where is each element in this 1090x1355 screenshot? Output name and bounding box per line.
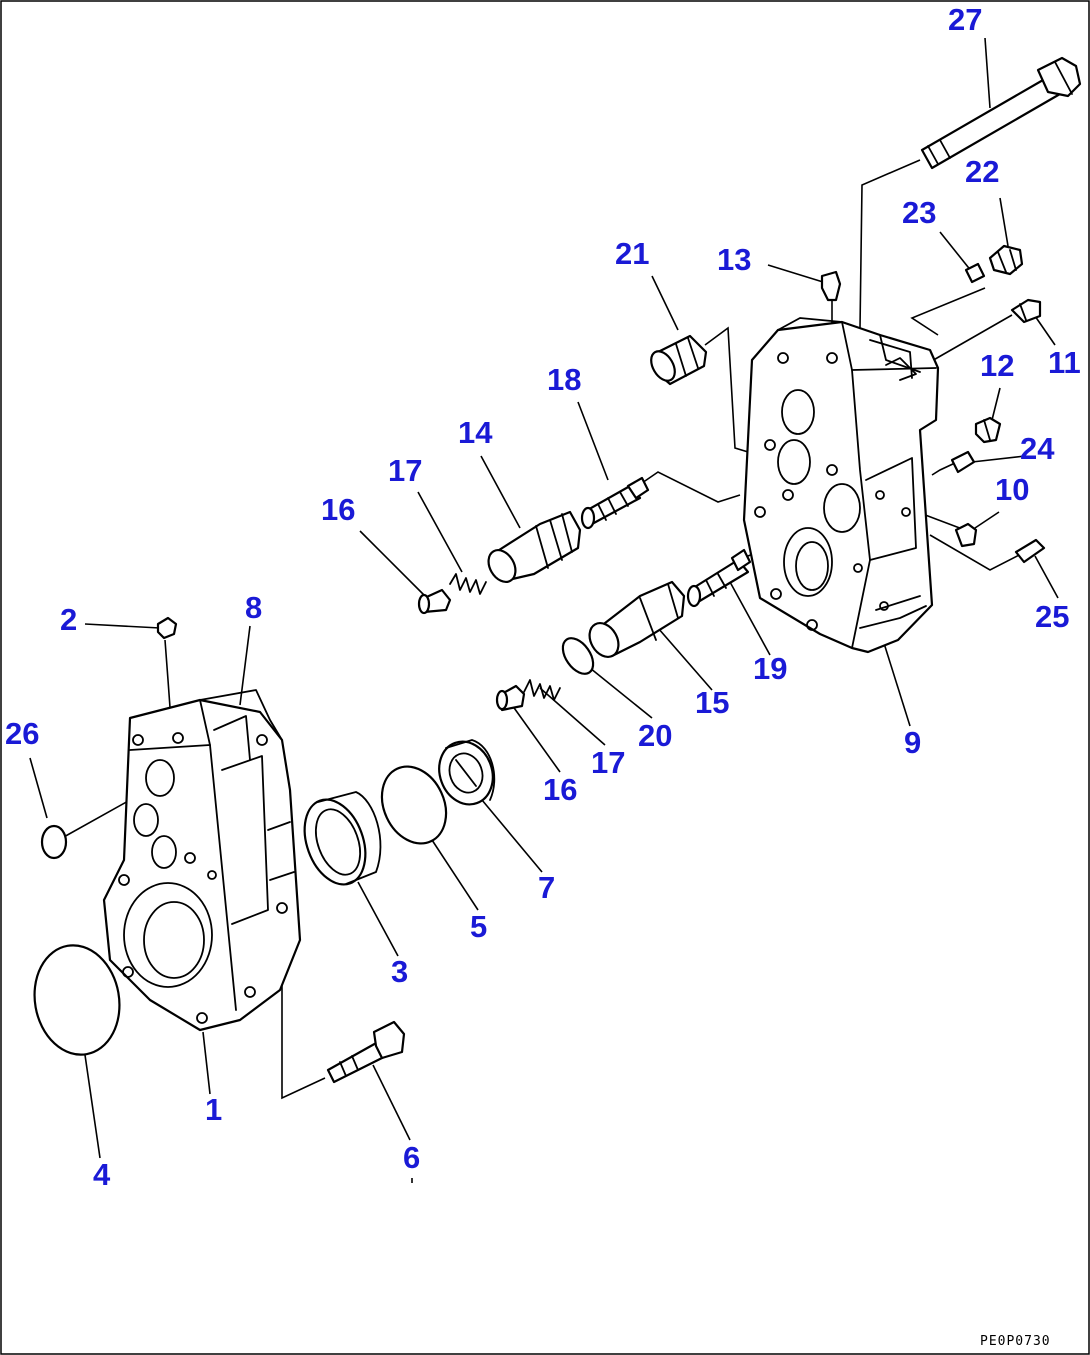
plug-16-upper <box>417 588 452 615</box>
leader-lines <box>29 37 1059 1183</box>
callout-9: 9 <box>904 725 921 760</box>
callout-15: 15 <box>695 685 729 720</box>
spool-15 <box>588 580 686 658</box>
callout-27: 27 <box>948 2 982 37</box>
bolt-11 <box>1010 298 1042 324</box>
callout-20: 20 <box>638 718 672 753</box>
sleeve-21 <box>650 334 708 386</box>
bearing-7 <box>438 739 496 806</box>
callout-12: 12 <box>980 348 1014 383</box>
callout-labels: 27 22 23 21 13 11 12 18 14 24 10 17 16 2… <box>5 2 1081 1192</box>
callout-19: 19 <box>753 651 787 686</box>
callout-1: 1 <box>205 1092 222 1127</box>
screw-10 <box>954 522 978 548</box>
o-ring-4 <box>33 944 121 1056</box>
callout-17-lower: 17 <box>591 745 625 780</box>
callout-6: 6 <box>403 1140 420 1175</box>
callout-5: 5 <box>470 909 487 944</box>
spring-17-upper <box>449 573 487 595</box>
callout-16-lower: 16 <box>543 772 577 807</box>
callout-14: 14 <box>458 415 493 450</box>
callout-23: 23 <box>902 195 936 230</box>
callout-22: 22 <box>965 154 999 189</box>
valve-stem-19 <box>686 548 752 608</box>
screw-13 <box>820 270 842 302</box>
callout-3: 3 <box>391 954 408 989</box>
pin-25 <box>1014 538 1046 564</box>
callout-11: 11 <box>1048 345 1081 380</box>
pin-24 <box>950 450 976 474</box>
callout-26: 26 <box>5 716 39 751</box>
callout-18: 18 <box>547 362 581 397</box>
callout-8: 8 <box>245 590 262 625</box>
bolt-6 <box>326 1020 406 1084</box>
screw-12 <box>974 416 1002 444</box>
drawing-code: PE0P0730 <box>980 1334 1051 1349</box>
callout-24: 24 <box>1020 431 1055 466</box>
callout-4: 4 <box>93 1157 111 1192</box>
spring-17-lower <box>523 679 561 701</box>
spool-14 <box>487 510 582 583</box>
o-ring-20 <box>561 637 595 675</box>
callout-21: 21 <box>615 236 649 271</box>
plug-2 <box>156 616 178 640</box>
callout-16-upper: 16 <box>321 492 355 527</box>
pin-23 <box>964 262 986 284</box>
housing-1-8 <box>102 689 302 1032</box>
valve-body-9 <box>742 317 940 654</box>
o-ring-26 <box>40 824 68 860</box>
plug-16-lower <box>495 684 526 712</box>
callout-13: 13 <box>717 242 751 277</box>
callout-10: 10 <box>995 472 1029 507</box>
callout-25: 25 <box>1035 599 1069 634</box>
bolt-27 <box>920 56 1082 170</box>
callout-7: 7 <box>538 870 555 905</box>
callout-2: 2 <box>60 602 77 637</box>
plug-22 <box>988 244 1024 276</box>
valve-stem-18 <box>580 476 650 530</box>
callout-17-upper: 17 <box>388 453 422 488</box>
bushing-3 <box>303 791 382 886</box>
o-ring-5 <box>380 765 448 845</box>
